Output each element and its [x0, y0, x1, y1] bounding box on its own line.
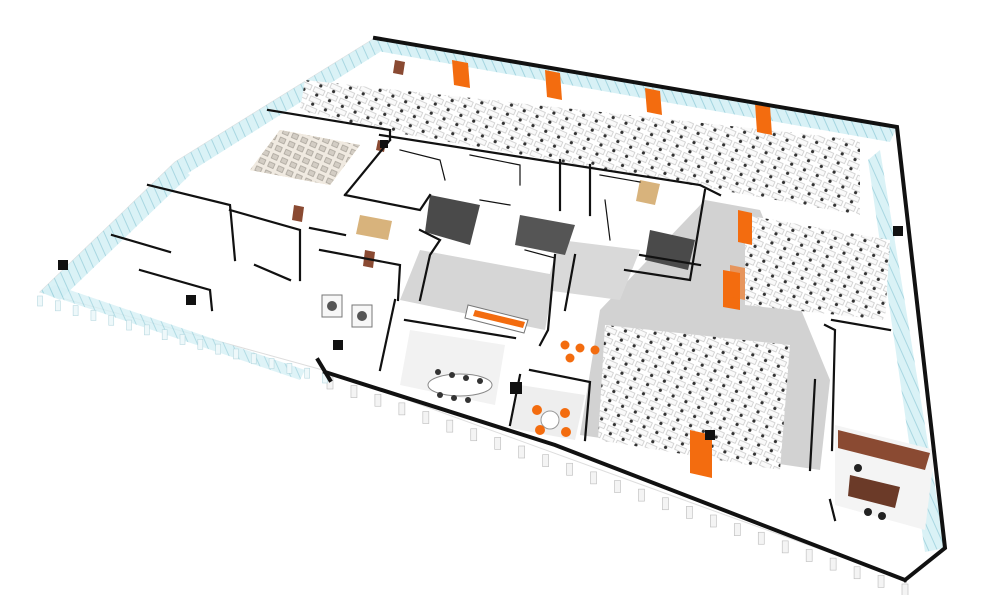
mullion [494, 437, 502, 450]
open-office-north [300, 80, 860, 215]
orange-storage-towers [452, 60, 772, 478]
interior-walls [110, 108, 892, 522]
mullion [72, 305, 79, 316]
mullion [781, 540, 789, 554]
mullion [126, 319, 132, 331]
mullion [853, 566, 861, 580]
mullion [37, 295, 43, 307]
partition-walls [399, 149, 641, 259]
mullion [446, 419, 454, 433]
lounge-area [510, 385, 585, 440]
mullion [901, 583, 909, 595]
mullion [662, 497, 669, 511]
mullion [542, 454, 549, 467]
copier-units [321, 294, 373, 328]
mullion [374, 393, 382, 407]
mullion [233, 348, 239, 360]
mullion [161, 329, 168, 340]
kiosk-seating [560, 340, 600, 363]
mullion [757, 531, 765, 545]
mullion [590, 471, 597, 485]
meeting-room-west [400, 330, 505, 405]
mullion [398, 402, 406, 416]
open-office-south [598, 325, 790, 470]
mullion [268, 358, 275, 369]
mullion [55, 300, 61, 312]
mullion [197, 339, 204, 350]
mullion [286, 363, 293, 374]
mullion [638, 488, 645, 502]
mullion [108, 314, 115, 326]
mullion [179, 334, 186, 345]
open-office-east [745, 215, 890, 320]
mullion [686, 506, 693, 519]
executive-office [835, 425, 935, 530]
mullion [215, 343, 221, 355]
exterior-walls [315, 35, 948, 583]
mullion [350, 385, 358, 398]
mullion [250, 353, 257, 365]
mullion [144, 324, 150, 336]
structural-columns [58, 140, 903, 440]
mullion [829, 557, 837, 571]
mullion [877, 575, 885, 588]
south-facade-mullions [37, 295, 909, 595]
service-core [425, 195, 695, 270]
light-wood-doors [356, 180, 660, 240]
reception-counter [464, 304, 529, 334]
seating-area [250, 130, 360, 185]
mullion [733, 523, 741, 536]
mullion [518, 445, 525, 459]
mullion [422, 411, 430, 424]
mullion [805, 549, 813, 562]
mullion [470, 428, 478, 442]
mullion [566, 462, 573, 476]
mullion [614, 480, 621, 493]
mullion [710, 514, 717, 528]
mullion [90, 310, 97, 321]
mullion [304, 367, 310, 379]
